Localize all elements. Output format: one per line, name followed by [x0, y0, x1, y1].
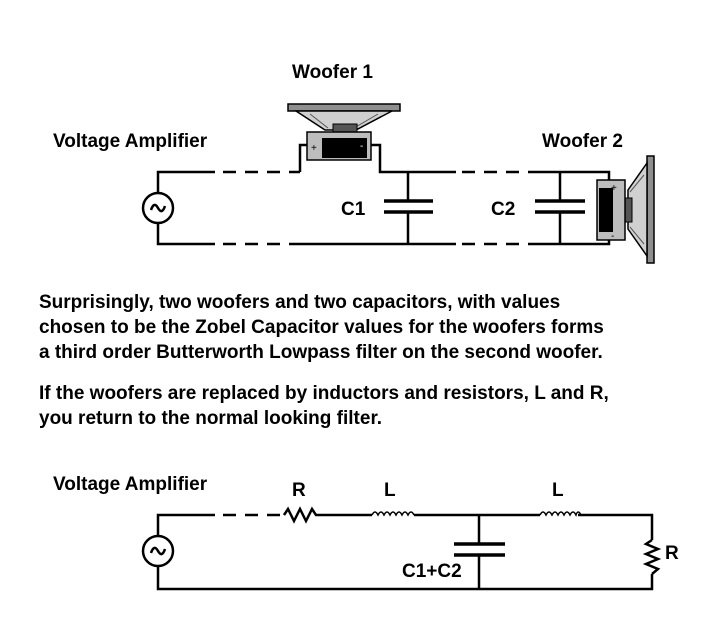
woofer1-speaker: + - [287, 103, 401, 161]
capacitor-c1: C1 [341, 172, 433, 244]
paragraph-1-line: Surprisingly, two woofers and two capaci… [39, 292, 561, 313]
cap-c1c2-label: C1+C2 [402, 561, 462, 582]
c1-label: C1 [341, 199, 366, 220]
bottom-amplifier-label: Voltage Amplifier [53, 474, 208, 495]
bottom-wires [156, 513, 654, 591]
woofer2-plus: + [611, 183, 617, 194]
bottom-circuit: Voltage Amplifier R L L C1+C2 R [53, 474, 679, 591]
load-resistor-label: R [665, 543, 679, 564]
explanation-paragraph-2: If the woofers are replaced by inductors… [39, 381, 609, 431]
woofer1-minus: - [360, 141, 363, 152]
paragraph-2-line: you return to the normal looking filter. [39, 408, 383, 429]
woofer1-plus: + [311, 143, 317, 154]
bottom-voltage-source [141, 534, 175, 568]
series-resistor [282, 506, 320, 524]
paragraph-2-line: If the woofers are replaced by inductors… [39, 383, 609, 404]
inductor-l2 [539, 511, 582, 517]
inductor-l1 [371, 511, 415, 517]
paragraph-1-line: a third order Butterworth Lowpass filter… [39, 342, 603, 363]
inductor-l1-label: L [384, 480, 396, 501]
c2-label: C2 [491, 199, 515, 220]
top-circuit: Voltage Amplifier Woofer 1 Woofer 2 [53, 62, 655, 264]
capacitor-c2: C2 [491, 172, 585, 244]
woofer2-label: Woofer 2 [542, 131, 623, 152]
top-wires [156, 143, 611, 246]
inductor-l2-label: L [552, 480, 564, 501]
explanation-paragraph-1: Surprisingly, two woofers and two capaci… [39, 290, 604, 365]
woofer2-speaker: + - [596, 155, 655, 264]
resistor-r-label: R [292, 480, 306, 501]
load-resistor [642, 538, 662, 575]
capacitor-c1c2 [454, 515, 505, 589]
woofer1-label: Woofer 1 [292, 62, 373, 83]
top-amplifier-label: Voltage Amplifier [53, 131, 208, 152]
top-voltage-source [141, 191, 175, 225]
paragraph-1-line: chosen to be the Zobel Capacitor values … [39, 317, 604, 338]
woofer2-minus: - [611, 231, 614, 242]
